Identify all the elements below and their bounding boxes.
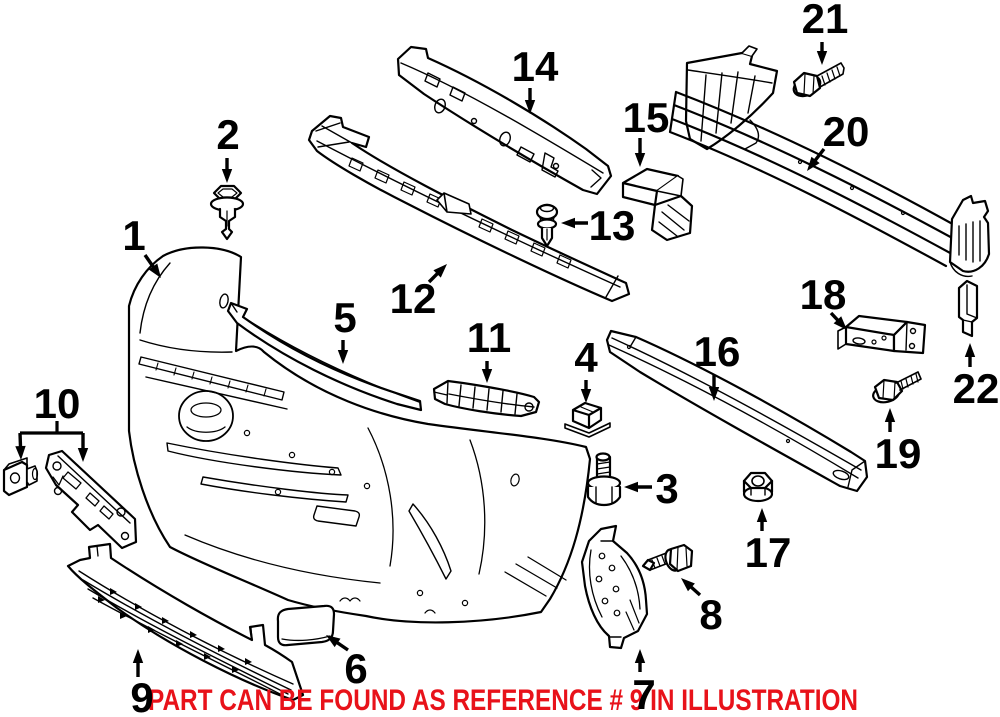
callout-18: 18 <box>800 271 847 330</box>
ref-number: 6 <box>344 645 367 692</box>
arrowhead-icon <box>634 153 646 167</box>
arrowhead-icon <box>561 217 575 229</box>
part-10-license-bracket <box>44 449 138 550</box>
ref-number: 16 <box>694 328 741 375</box>
part-18-arm-bracket <box>837 314 927 355</box>
arrowhead-icon <box>756 508 768 522</box>
callout-1: 1 <box>122 212 161 278</box>
ref-number: 10 <box>34 380 81 427</box>
ref-number: 12 <box>390 275 437 322</box>
ref-number: 8 <box>699 591 722 638</box>
callout-3: 3 <box>624 465 679 512</box>
ref-number: 15 <box>623 94 670 141</box>
arrowhead-icon <box>15 445 26 460</box>
callout-8: 8 <box>681 578 723 638</box>
ref-number: 18 <box>800 271 847 318</box>
part-2-clip <box>209 184 245 241</box>
arrowhead-icon <box>524 100 536 114</box>
arrowhead-icon <box>481 369 493 383</box>
ref-number: 13 <box>589 202 636 249</box>
callout-17: 17 <box>745 508 792 576</box>
arrowhead-icon <box>580 389 592 403</box>
callout-5: 5 <box>333 294 357 364</box>
arrowhead-icon <box>807 156 820 171</box>
arrowhead-icon <box>148 263 161 278</box>
ref-number: 20 <box>823 108 870 155</box>
callout-15: 15 <box>623 94 670 167</box>
arrowhead-icon <box>326 635 341 648</box>
part-13-clip <box>535 203 559 248</box>
arrowhead-icon <box>816 51 828 65</box>
ref-number: 21 <box>802 0 849 42</box>
ref-number: 11 <box>467 314 511 361</box>
callout-6: 6 <box>326 635 368 692</box>
arrowhead-icon <box>624 481 638 493</box>
callout-19: 19 <box>875 408 922 477</box>
part-1-bumper-cover <box>127 246 592 624</box>
part-5-upper-molding <box>226 301 423 412</box>
callout-12: 12 <box>390 264 447 322</box>
ref-number: 7 <box>632 671 655 717</box>
arrowhead-icon <box>681 578 695 592</box>
callout-7: 7 <box>632 649 656 717</box>
callout-10: 10 <box>15 380 89 462</box>
ref-number: 3 <box>655 465 678 512</box>
callout-4: 4 <box>574 334 598 403</box>
part-6-washer-cover <box>276 604 336 647</box>
callout-20: 20 <box>807 108 869 171</box>
callout-14: 14 <box>512 43 559 114</box>
arrowhead-icon <box>708 387 720 401</box>
callout-9: 9 <box>130 649 154 717</box>
part-17-flange-nut <box>742 471 774 503</box>
arrowhead-icon <box>964 343 976 357</box>
ref-number: 14 <box>512 43 559 90</box>
part-22-spacer-pad <box>957 279 979 338</box>
ref-number: 4 <box>574 334 598 381</box>
arrowhead-icon <box>433 264 447 278</box>
ref-number: 19 <box>875 430 922 477</box>
part-21-bolt <box>792 62 845 98</box>
part-7-side-bracket <box>580 524 649 650</box>
part-16-lower-reinforcement <box>605 329 869 493</box>
ref-number: 17 <box>745 529 792 576</box>
callout-22: 22 <box>953 343 1000 412</box>
arrowhead-icon <box>77 448 89 462</box>
part-19-bolt <box>872 371 922 404</box>
arrowhead-icon <box>884 408 896 422</box>
callout-2: 2 <box>216 111 240 183</box>
ref-number: 9 <box>130 674 153 717</box>
callout-21: 21 <box>802 0 849 65</box>
callout-13: 13 <box>561 202 635 249</box>
arrowhead-icon <box>833 316 847 330</box>
part-15-corner-bracket <box>621 167 694 242</box>
arrowhead-icon <box>221 169 233 183</box>
part-14-upper-absorber <box>396 45 613 196</box>
callout-11: 11 <box>467 314 511 383</box>
part-9-lower-grille <box>66 542 305 702</box>
arrowhead-icon <box>337 350 349 364</box>
part-4-clip <box>564 401 611 438</box>
part-12-lower-absorber <box>307 114 631 303</box>
arrowhead-icon <box>132 649 144 663</box>
arrowhead-icon <box>634 649 646 663</box>
ref-number: 22 <box>953 365 1000 412</box>
part-3-bolt <box>586 452 622 507</box>
ref-number: 5 <box>333 294 356 341</box>
ref-number: 1 <box>122 212 145 259</box>
part-11-grille-retainer <box>432 379 541 418</box>
part-8-bolt <box>641 543 694 573</box>
part-10-license-clip <box>2 457 39 497</box>
callout-16: 16 <box>694 328 741 401</box>
caption: PART CAN BE FOUND AS REFERENCE # 9 IN IL… <box>148 684 858 717</box>
ref-number: 2 <box>216 111 239 158</box>
